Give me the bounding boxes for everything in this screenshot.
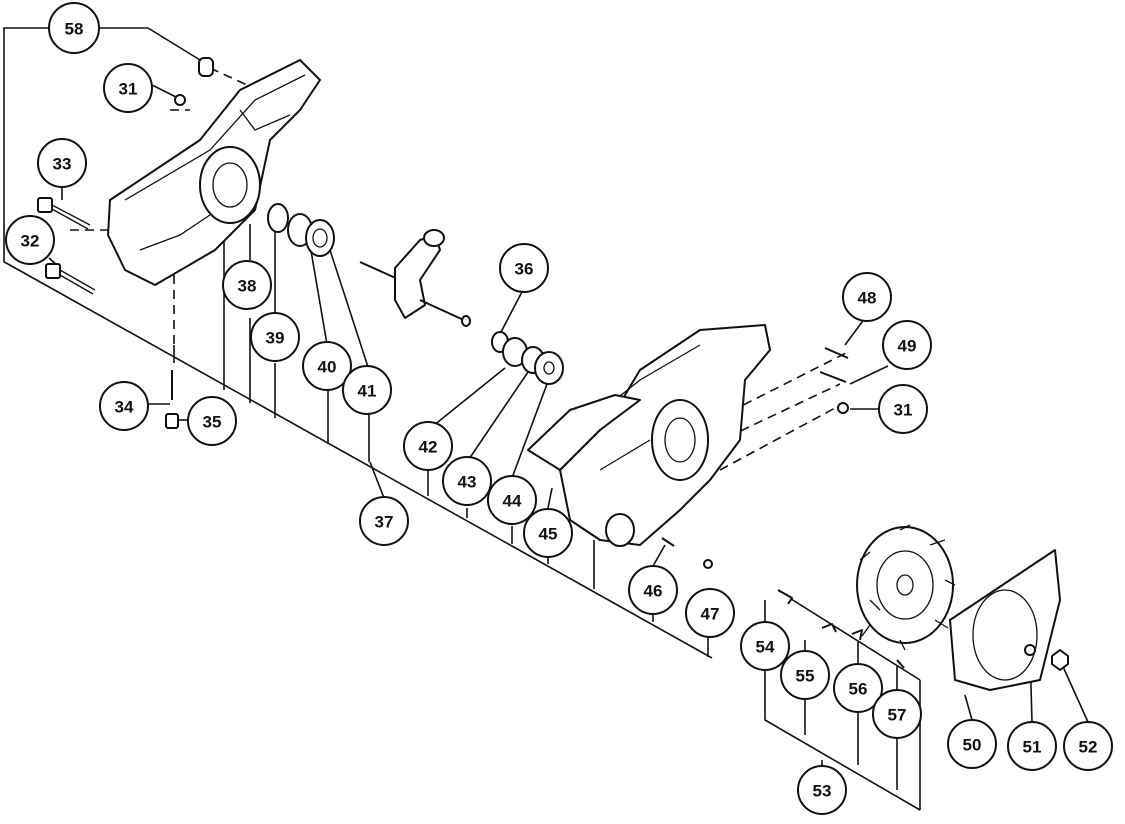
callout-46: 46: [628, 565, 678, 615]
callout-38: 38: [222, 260, 272, 310]
callouts: 58 31 33 32 38 39 40 41 36 34 35 37 42 4…: [5, 2, 1113, 815]
callout-40: 40: [302, 341, 352, 391]
svg-text:31: 31: [119, 80, 138, 99]
callout-39: 39: [250, 312, 300, 362]
parts: [37, 57, 1069, 691]
crankcase-left: [107, 59, 321, 286]
svg-text:53: 53: [813, 782, 832, 801]
crankshaft: [359, 229, 471, 327]
svg-text:56: 56: [849, 680, 868, 699]
callout-33: 33: [37, 138, 87, 188]
svg-text:45: 45: [539, 525, 558, 544]
svg-text:47: 47: [701, 605, 720, 624]
callout-32: 32: [5, 215, 55, 265]
svg-text:43: 43: [458, 473, 477, 492]
callout-44: 44: [487, 475, 537, 525]
svg-text:54: 54: [756, 638, 775, 657]
svg-text:40: 40: [318, 358, 337, 377]
svg-text:37: 37: [375, 513, 394, 532]
callout-55: 55: [780, 650, 830, 700]
callout-51: 51: [1007, 721, 1057, 771]
svg-text:46: 46: [644, 582, 663, 601]
flywheel: [856, 524, 956, 651]
callout-47: 47: [685, 588, 735, 638]
svg-text:34: 34: [115, 398, 134, 417]
callout-34: 34: [99, 381, 149, 431]
callout-57: 57: [872, 689, 922, 739]
svg-text:52: 52: [1079, 738, 1098, 757]
svg-text:51: 51: [1023, 738, 1042, 757]
bolt-33: [37, 197, 91, 230]
callout-31-top: 31: [103, 63, 153, 113]
callout-37: 37: [359, 496, 409, 546]
svg-text:39: 39: [266, 329, 285, 348]
svg-text:50: 50: [963, 736, 982, 755]
svg-text:44: 44: [503, 492, 522, 511]
svg-text:32: 32: [21, 232, 40, 251]
svg-text:35: 35: [203, 413, 222, 432]
callout-45: 45: [523, 508, 573, 558]
svg-text:42: 42: [419, 438, 438, 457]
callout-54: 54: [740, 621, 790, 671]
svg-text:33: 33: [53, 155, 72, 174]
svg-text:36: 36: [515, 260, 534, 279]
callout-58: 58: [48, 2, 100, 54]
crankcase-right: [559, 324, 771, 547]
bolt-32: [45, 263, 96, 295]
callout-48: 48: [842, 272, 892, 322]
svg-text:38: 38: [238, 277, 257, 296]
svg-text:41: 41: [358, 382, 377, 401]
callout-43: 43: [442, 456, 492, 506]
callout-35: 35: [187, 396, 237, 446]
callout-52: 52: [1063, 721, 1113, 771]
svg-text:48: 48: [858, 289, 877, 308]
callout-50: 50: [947, 719, 997, 769]
callout-36: 36: [499, 243, 549, 293]
svg-text:55: 55: [796, 667, 815, 686]
callout-53: 53: [797, 765, 847, 815]
svg-text:49: 49: [898, 337, 917, 356]
svg-text:58: 58: [65, 20, 84, 39]
svg-text:31: 31: [894, 401, 913, 420]
svg-text:57: 57: [888, 706, 907, 725]
callout-31-right: 31: [878, 384, 928, 434]
callout-56: 56: [833, 663, 883, 713]
leader-lines: [3, 27, 1089, 811]
callout-42: 42: [403, 421, 453, 471]
callout-41: 41: [342, 365, 392, 415]
callout-49: 49: [882, 320, 932, 370]
